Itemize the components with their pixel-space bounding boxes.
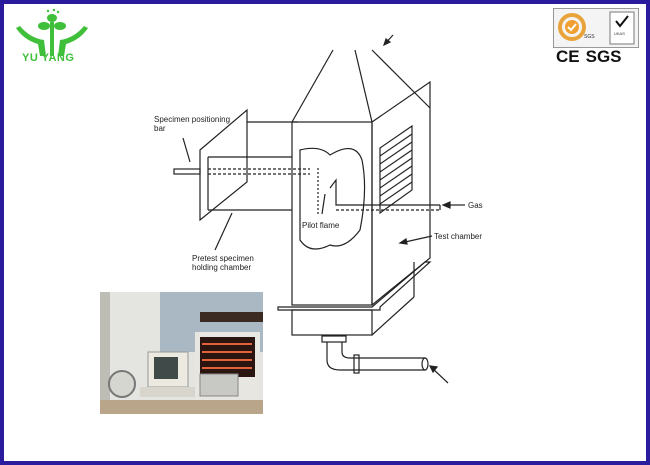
certification-badges: SGS UKAS (553, 8, 639, 48)
ce-sgs-marks: CE SGS (556, 47, 628, 67)
pretest-chamber (173, 108, 310, 222)
sgs-mark: SGS (585, 47, 622, 66)
exhaust-pipe (321, 335, 449, 384)
label-leaders (182, 137, 465, 251)
equipment-photo (100, 292, 263, 414)
label-gas: Gas (468, 201, 483, 210)
vent-louvers (379, 124, 413, 215)
label-pretest-chamber: Pretest specimen holding chamber (192, 254, 254, 272)
label-test-chamber: Test chamber (434, 232, 483, 241)
brand-name: YU YANG (22, 52, 75, 64)
sgs-seal-text: SGS (584, 34, 595, 40)
ce-mark: CE (556, 47, 580, 66)
label-specimen-positioning-bar: Specimen positioning bar (154, 115, 231, 133)
label-pilot-flame: Pilot flame (302, 221, 340, 230)
ukas-text: UKAS (614, 31, 625, 36)
hood (291, 34, 431, 123)
test-chamber (277, 80, 441, 336)
yu-yang-logo (12, 8, 92, 68)
